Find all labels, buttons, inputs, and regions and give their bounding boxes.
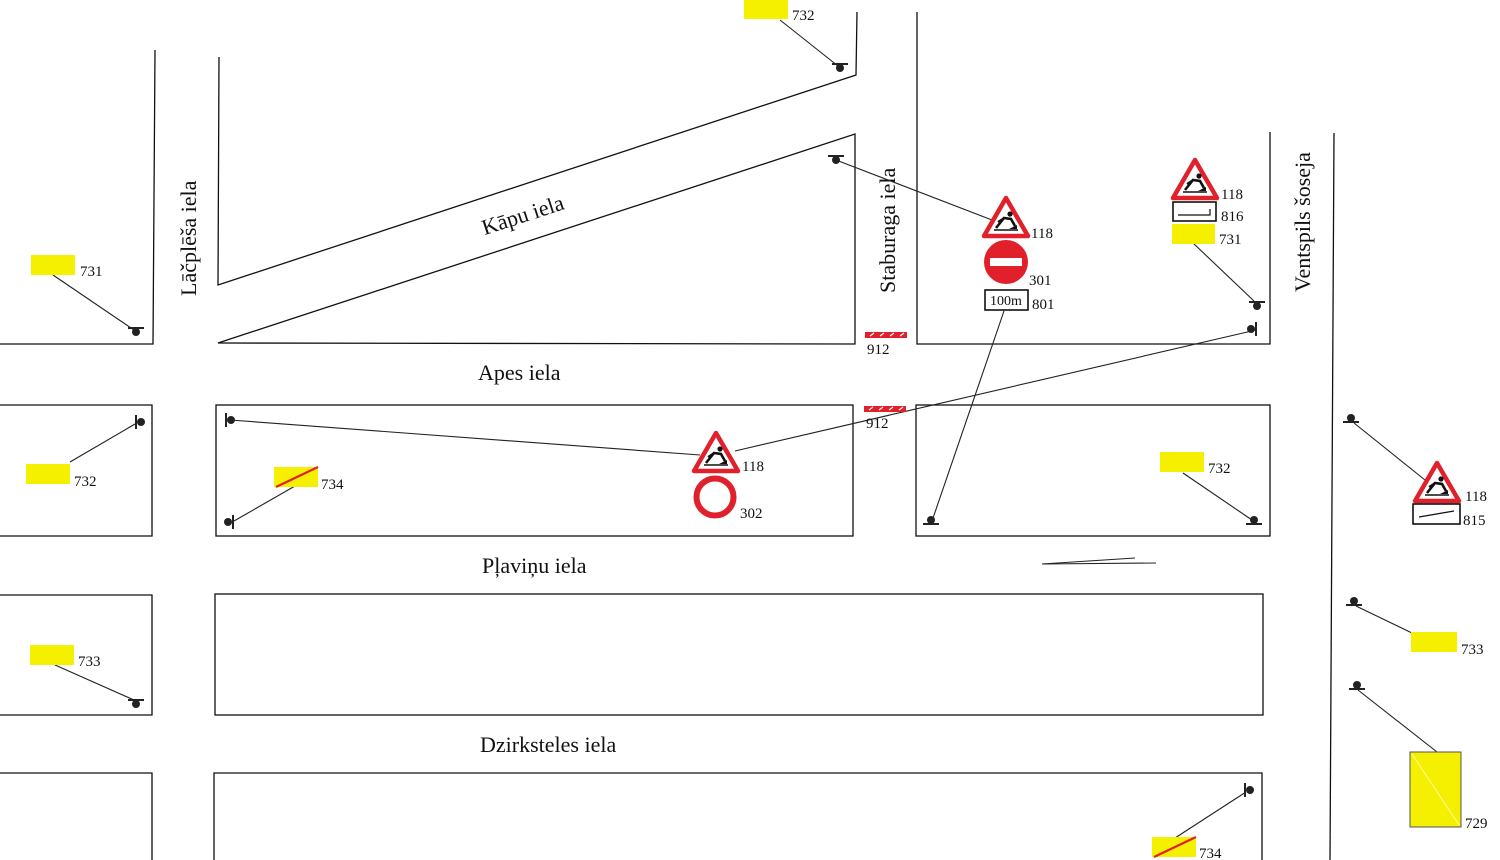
no-vehicles-sign-icon: [693, 475, 737, 519]
road-works-sign-icon: [1415, 463, 1459, 501]
code-734-a: 734: [321, 477, 344, 493]
code-912-a: 912: [867, 342, 890, 358]
sign-post-icon: [127, 699, 145, 709]
sign-post-icon: [135, 414, 146, 430]
code-118-mid: 118: [742, 459, 764, 475]
sign-post-icon: [1244, 782, 1255, 798]
code-118-right: 118: [1221, 187, 1243, 203]
traffic-signs: 100m: [693, 160, 1460, 525]
street-apes: Apes iela: [478, 360, 561, 385]
road-works-sign-icon: [694, 433, 738, 471]
plate-100m: 100m: [990, 294, 1022, 309]
code-816: 816: [1221, 209, 1244, 225]
street-blocks: [0, 11, 1335, 860]
code-912-b: 912: [866, 416, 889, 432]
leader-lines: [52, 19, 1438, 839]
code-732-left: 732: [74, 474, 97, 490]
sign-post-icon: [1248, 301, 1266, 311]
sign-post-icon: [1345, 596, 1363, 606]
street-staburaga: Staburaga iela: [875, 168, 900, 293]
code-118-far: 118: [1465, 489, 1487, 505]
sign-post-icon: [1246, 321, 1257, 337]
barrier-912-lower: [864, 406, 906, 412]
sign-post-icon: [1342, 413, 1360, 423]
code-801: 801: [1032, 297, 1055, 313]
sign-posts: [127, 63, 1366, 798]
additional-plate-816: [1172, 201, 1217, 222]
no-entry-sign-icon: [984, 240, 1028, 284]
street-plavinu: Pļaviņu iela: [482, 553, 587, 578]
sign-post-icon: [922, 515, 940, 525]
yellow-markers: [26, 0, 1462, 858]
distance-plate: [984, 289, 1029, 311]
street-dzirksteles: Dzirksteles iela: [480, 732, 616, 757]
sign-post-icon: [225, 412, 236, 428]
code-733-right: 733: [1461, 642, 1484, 658]
code-732-right: 732: [1208, 461, 1231, 477]
sign-post-icon: [223, 514, 234, 530]
sign-post-icon: [1348, 680, 1366, 690]
code-733-left: 733: [78, 654, 101, 670]
sign-codes: 732 731 118 301 801 912 912 118 816 731 …: [74, 8, 1488, 860]
sign-post-icon: [831, 63, 849, 73]
street-lacplesa: Lāčplēša iela: [176, 180, 201, 296]
code-301: 301: [1029, 273, 1052, 289]
code-302: 302: [740, 506, 763, 522]
code-731-left: 731: [80, 264, 103, 280]
code-734-b: 734: [1199, 846, 1222, 860]
code-815: 815: [1463, 513, 1486, 529]
code-118-center: 118: [1031, 226, 1053, 242]
code-729: 729: [1465, 816, 1488, 832]
code-732-top: 732: [792, 8, 815, 24]
road-works-sign-icon: [984, 198, 1028, 236]
street-names: Kāpu iela Apes iela Pļaviņu iela Dzirkst…: [176, 152, 1315, 757]
road-works-sign-icon: [1173, 160, 1217, 198]
barrier-912-upper: [865, 332, 907, 338]
code-731-right: 731: [1219, 232, 1242, 248]
sign-post-icon: [827, 155, 845, 165]
street-ventspils: Ventspils šoseja: [1290, 152, 1315, 292]
sign-post-icon: [127, 327, 145, 337]
